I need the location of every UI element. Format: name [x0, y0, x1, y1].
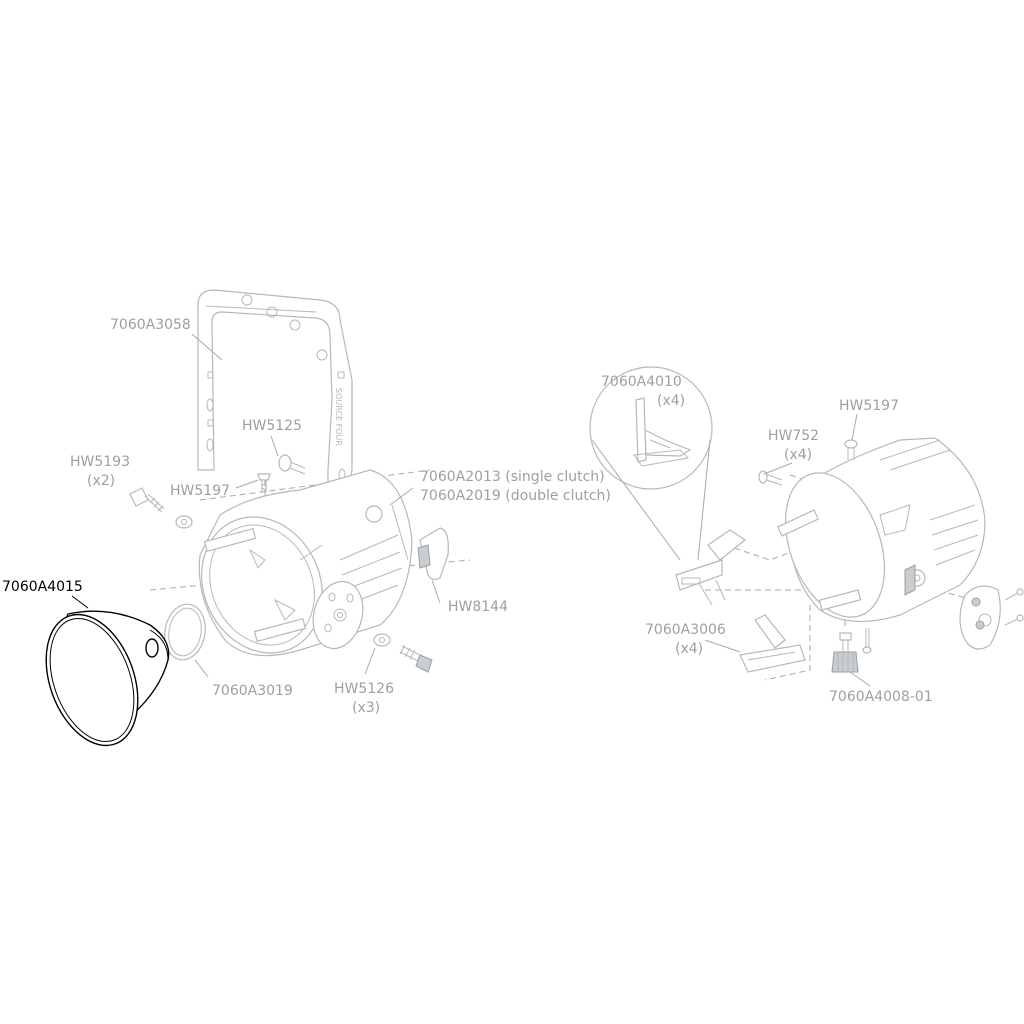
reflector-7060a4015 — [45, 610, 170, 747]
ring-7060a3019 — [164, 603, 206, 661]
right-assembly: 7060A4010 (x4) — [589, 366, 1024, 705]
label-hw5193: HW5193 — [70, 454, 130, 470]
label-hw5197-right: HW5197 — [839, 398, 899, 414]
label-7060a3006-qty: (x4) — [675, 641, 703, 657]
handle-hw8144 — [417, 527, 449, 581]
cover-plate — [959, 585, 1024, 650]
label-hw8144: HW8144 — [448, 599, 508, 615]
label-7060a2013: 7060A2013 (single clutch) — [420, 469, 605, 485]
screw-hw5125 — [278, 454, 306, 475]
label-7060a2019: 7060A2019 (double clutch) — [420, 488, 611, 504]
inset-detail: 7060A4010 (x4) — [589, 366, 713, 561]
label-7060a4010: 7060A4010 — [601, 374, 682, 390]
label-7060a3019: 7060A3019 — [212, 683, 293, 699]
label-hw752: HW752 — [768, 428, 819, 444]
clip-7060a3006-upper — [675, 529, 747, 606]
label-hw5125: HW5125 — [242, 418, 302, 434]
label-hw5126-qty: (x3) — [352, 700, 380, 716]
yoke-embossed-text: SOURCE FOUR — [334, 388, 343, 446]
label-7060a4015: 7060A4015 — [2, 579, 83, 595]
label-hw752-qty: (x4) — [784, 447, 812, 463]
label-hw5197-left: HW5197 — [170, 483, 230, 499]
label-hw5126: HW5126 — [334, 681, 394, 697]
left-assembly: SOURCE FOUR — [2, 289, 611, 747]
label-7060a3058: 7060A3058 — [110, 317, 191, 333]
label-hw5193-qty: (x2) — [87, 473, 115, 489]
screw-hw5197-left — [257, 473, 271, 492]
clutch-disk — [312, 580, 364, 650]
screw-hw752 — [758, 470, 783, 486]
screw-hw5193 — [129, 487, 193, 529]
screw-hw5126 — [373, 633, 433, 673]
label-7060a4008-01: 7060A4008-01 — [829, 689, 933, 705]
knob-7060a4008-01 — [831, 628, 872, 673]
screw-hw5197-right — [844, 439, 858, 460]
label-7060a4010-qty: (x4) — [657, 393, 685, 409]
label-7060a3006: 7060A3006 — [645, 622, 726, 638]
clip-7060a3006-lower — [739, 614, 806, 673]
right-lamp-body — [776, 437, 986, 622]
